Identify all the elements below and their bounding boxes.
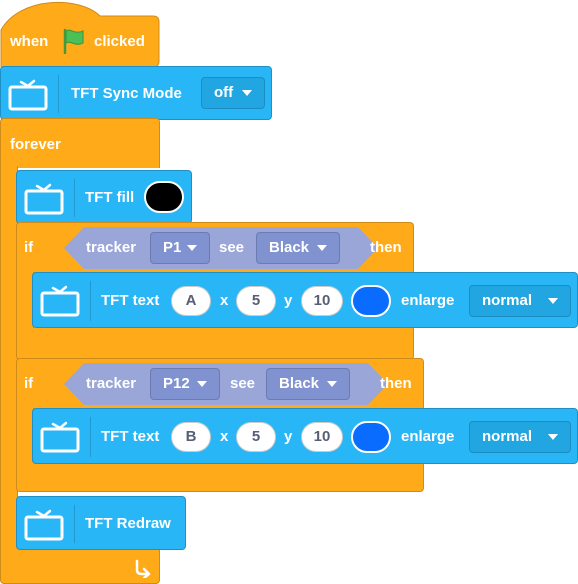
- green-flag-icon: [63, 28, 84, 54]
- x-label: x: [220, 428, 229, 445]
- tracker-see-condition[interactable]: tracker P1 see Black: [64, 227, 378, 269]
- chevron-down-icon: [242, 90, 252, 96]
- tracker-label: tracker: [86, 239, 137, 256]
- see-color-value: Black: [279, 375, 320, 392]
- tft-text-label: TFT text: [101, 292, 160, 309]
- chevron-down-icon: [187, 245, 197, 251]
- then-label: then: [370, 239, 402, 256]
- tft-text-block-2[interactable]: TFT text B x 5 y 10 enlarge normal: [32, 408, 578, 464]
- tracker-port-dropdown[interactable]: P1: [150, 232, 210, 264]
- if-block-1[interactable]: if tracker P1 see Black then: [16, 222, 416, 362]
- block-separator: [74, 505, 75, 543]
- forever-top-arm: [0, 118, 160, 168]
- tft-fill-label: TFT fill: [85, 189, 135, 206]
- fill-color-swatch[interactable]: [144, 181, 184, 213]
- hat-when-label: when: [10, 33, 49, 50]
- tft-screen-icon: [8, 79, 48, 111]
- sync-mode-label: TFT Sync Mode: [71, 85, 182, 102]
- sync-mode-value: off: [214, 84, 234, 101]
- sync-mode-dropdown[interactable]: off: [201, 77, 265, 109]
- y-label: y: [284, 292, 293, 309]
- tft-sync-mode-block[interactable]: TFT Sync Mode off: [0, 66, 272, 120]
- chevron-down-icon: [548, 298, 558, 304]
- tracker-port-dropdown[interactable]: P12: [150, 368, 220, 400]
- tft-text-block-1[interactable]: TFT text A x 5 y 10 enlarge normal: [32, 272, 578, 328]
- if-bottom-arm: [16, 328, 414, 360]
- tracker-label: tracker: [86, 375, 137, 392]
- tft-screen-icon: [24, 509, 64, 541]
- text-input[interactable]: B: [171, 422, 211, 452]
- tft-redraw-label: TFT Redraw: [85, 515, 171, 532]
- enlarge-label: enlarge: [401, 292, 455, 309]
- tracker-port-value: P1: [163, 239, 182, 256]
- text-color-swatch[interactable]: [351, 285, 391, 317]
- chevron-down-icon: [548, 434, 558, 440]
- tft-screen-icon: [24, 183, 64, 215]
- block-separator: [58, 75, 59, 113]
- enlarge-value: normal: [482, 292, 533, 309]
- loop-arrow-icon: [135, 559, 151, 578]
- tft-screen-icon: [40, 421, 80, 453]
- see-label: see: [219, 239, 245, 256]
- block-separator: [74, 179, 75, 217]
- if-bottom-arm: [16, 460, 424, 492]
- tft-screen-icon: [40, 285, 80, 317]
- tracker-see-condition[interactable]: tracker P12 see Black: [64, 363, 388, 405]
- enlarge-dropdown[interactable]: normal: [469, 421, 571, 453]
- block-separator: [90, 417, 91, 457]
- tft-fill-block[interactable]: TFT fill: [16, 170, 192, 224]
- see-color-dropdown[interactable]: Black: [266, 368, 350, 400]
- tracker-port-value: P12: [163, 375, 190, 392]
- x-input[interactable]: 5: [236, 422, 276, 452]
- y-input[interactable]: 10: [301, 286, 343, 316]
- chevron-down-icon: [327, 381, 337, 387]
- see-color-value: Black: [269, 239, 310, 256]
- when-flag-clicked-block[interactable]: when clicked: [0, 0, 160, 68]
- enlarge-value: normal: [482, 428, 533, 445]
- tft-text-label: TFT text: [101, 428, 160, 445]
- see-label: see: [230, 375, 256, 392]
- if-label: if: [24, 375, 34, 392]
- text-input[interactable]: A: [171, 286, 211, 316]
- text-color-swatch[interactable]: [351, 421, 391, 453]
- see-color-dropdown[interactable]: Black: [256, 232, 340, 264]
- if-label: if: [24, 239, 34, 256]
- chevron-down-icon: [317, 245, 327, 251]
- hat-clicked-label: clicked: [94, 33, 145, 50]
- chevron-down-icon: [197, 381, 207, 387]
- x-label: x: [220, 292, 229, 309]
- enlarge-dropdown[interactable]: normal: [469, 285, 571, 317]
- tft-redraw-block[interactable]: TFT Redraw: [16, 496, 186, 550]
- x-input[interactable]: 5: [236, 286, 276, 316]
- forever-label: forever: [10, 136, 61, 153]
- block-separator: [90, 281, 91, 321]
- then-label: then: [380, 375, 412, 392]
- y-input[interactable]: 10: [301, 422, 343, 452]
- if-block-2[interactable]: if tracker P12 see Black then: [16, 358, 426, 494]
- enlarge-label: enlarge: [401, 428, 455, 445]
- y-label: y: [284, 428, 293, 445]
